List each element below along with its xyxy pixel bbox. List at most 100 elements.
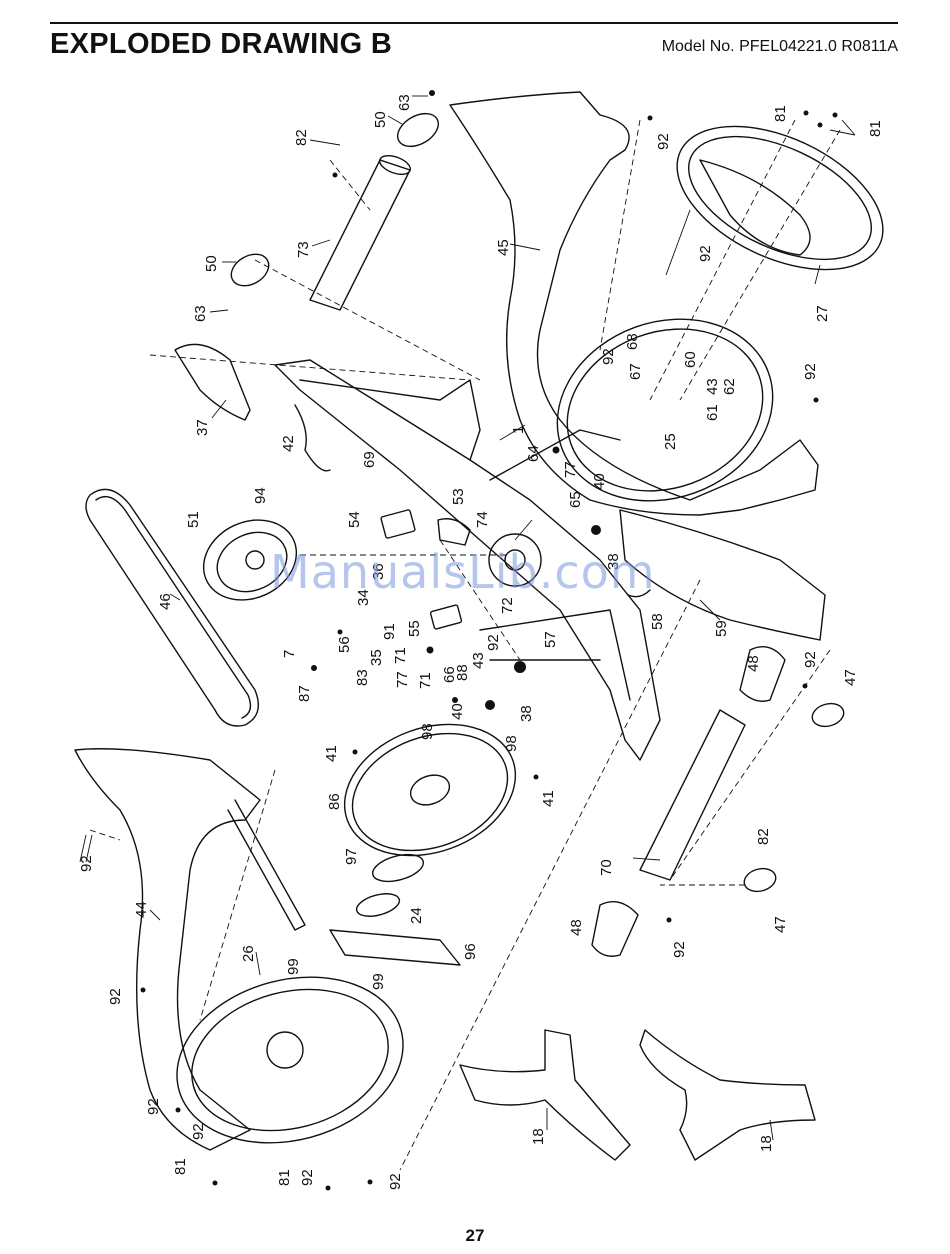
part-label: 83 (354, 669, 371, 686)
part-label: 81 (276, 1169, 293, 1186)
part-label: 92 (78, 855, 95, 872)
part-label: 73 (295, 241, 312, 258)
page-title: EXPLODED DRAWING B (50, 28, 393, 60)
stabilizer-tube (639, 709, 746, 881)
part-label: 44 (133, 901, 150, 918)
roller-50-top (397, 112, 439, 148)
part-label: 59 (713, 620, 730, 637)
part-label: 40 (591, 473, 608, 490)
model-number: Model No. PFEL04221.0 R0811A (661, 38, 898, 55)
end-cap-48-bottom (591, 901, 639, 957)
sprocket (488, 533, 542, 587)
part-label: 26 (240, 945, 257, 962)
magnet-55 (429, 604, 463, 630)
flywheel-cover (676, 125, 884, 271)
foot-left (459, 1029, 631, 1161)
part-label: 63 (396, 94, 413, 111)
part-label: 41 (540, 790, 557, 807)
part-label: 92 (600, 348, 617, 365)
part-label: 65 (567, 491, 584, 508)
part-label: 54 (346, 511, 363, 528)
part-label: 97 (343, 848, 360, 865)
part-label: 67 (627, 363, 644, 380)
right-disc (556, 318, 774, 502)
knob-47-top (811, 702, 845, 728)
sensor-58 (627, 589, 651, 598)
part-label: 45 (495, 239, 512, 256)
plate-24 (355, 893, 401, 917)
part-label: 48 (745, 655, 762, 672)
main-frame (274, 359, 661, 761)
part-label: 71 (392, 647, 409, 664)
part-label: 77 (394, 671, 411, 688)
part-label: 87 (296, 685, 313, 702)
guard-53 (437, 518, 471, 546)
bracket-96 (329, 929, 461, 966)
left-shroud (74, 748, 261, 1151)
watermark: ManualsLib.com (270, 545, 656, 599)
part-label: 92 (671, 941, 688, 958)
part-label: 35 (368, 649, 385, 666)
drive-belt (85, 488, 259, 727)
part-label: 18 (758, 1135, 775, 1152)
part-label: 41 (323, 745, 340, 762)
foot-right (639, 1029, 816, 1161)
part-label: 27 (814, 305, 831, 322)
part-label: 92 (299, 1169, 316, 1186)
crank-cover (619, 509, 826, 641)
part-label: 18 (530, 1128, 547, 1145)
part-label: 77 (562, 461, 579, 478)
part-label: 70 (598, 859, 615, 876)
part-label: 81 (867, 120, 884, 137)
part-label: 53 (450, 488, 467, 505)
part-label: 74 (474, 511, 491, 528)
right-shroud (449, 91, 819, 516)
part-label: 82 (755, 828, 772, 845)
part-label: 81 (772, 105, 789, 122)
part-label: 48 (568, 919, 585, 936)
part-label: 36 (370, 563, 387, 580)
front-cap (174, 343, 251, 421)
part-label: 57 (542, 631, 559, 648)
part-label: 92 (485, 634, 502, 651)
part-label: 7 (281, 650, 298, 658)
plate-97 (371, 853, 425, 883)
part-label: 66 (441, 666, 458, 683)
bracket-54 (380, 509, 416, 539)
part-label: 92 (145, 1098, 162, 1115)
part-label: 68 (624, 333, 641, 350)
left-disc (176, 976, 404, 1144)
header-rule (50, 22, 898, 24)
part-label: 55 (406, 620, 423, 637)
part-label: 58 (649, 613, 666, 630)
part-label: 47 (842, 669, 859, 686)
part-label: 38 (605, 553, 622, 570)
knob-47-bottom (743, 867, 777, 893)
part-label: 92 (802, 363, 819, 380)
part-label: 71 (417, 672, 434, 689)
part-label: 25 (662, 433, 679, 450)
end-cap-48-top (739, 646, 786, 702)
part-label: 64 (525, 445, 542, 462)
part-label: 50 (203, 255, 220, 272)
part-label: 47 (772, 916, 789, 933)
roller-50-left (230, 253, 270, 287)
part-label: 51 (185, 511, 202, 528)
part-label: 88 (454, 664, 471, 681)
part-label: 42 (280, 435, 297, 452)
part-label: 98 (419, 723, 436, 740)
part-label: 86 (326, 793, 343, 810)
part-label: 99 (285, 958, 302, 975)
part-label: 40 (449, 703, 466, 720)
part-label: 56 (336, 636, 353, 653)
part-label: 82 (293, 129, 310, 146)
part-label: 1 (510, 426, 527, 434)
part-label: 62 (721, 378, 738, 395)
part-label: 61 (704, 404, 721, 421)
part-label: 94 (252, 487, 269, 504)
part-label: 37 (194, 419, 211, 436)
flywheel (343, 723, 517, 857)
seat-post (309, 159, 411, 311)
part-label: 81 (172, 1158, 189, 1175)
